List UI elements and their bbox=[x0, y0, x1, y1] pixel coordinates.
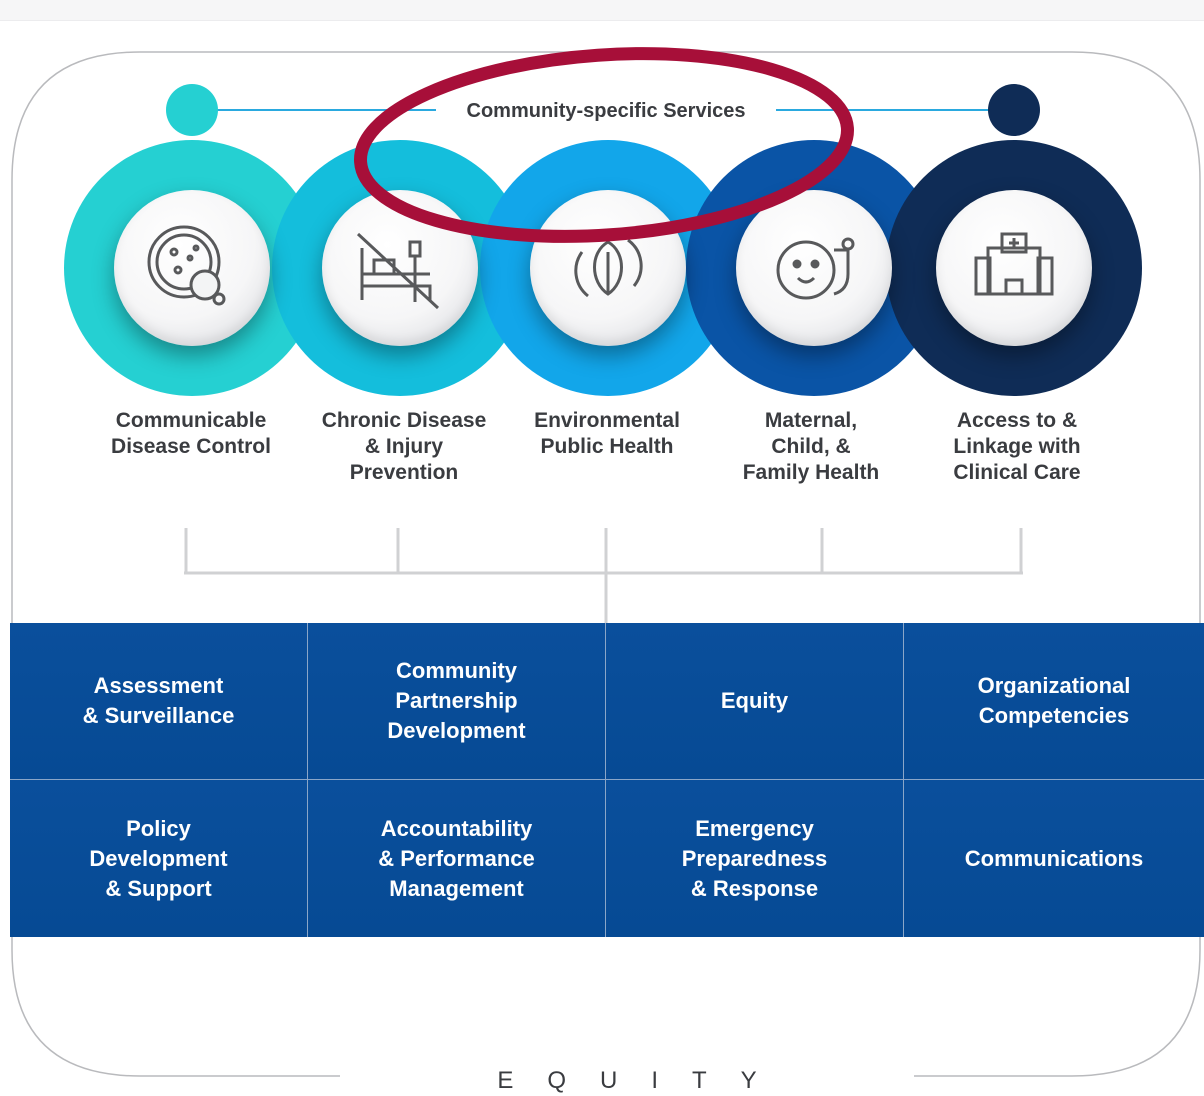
equity-frame-label: EQUITY bbox=[340, 1066, 914, 1096]
header-dot-left bbox=[166, 84, 218, 136]
foundational-cell: Accountability & Performance Management bbox=[308, 780, 606, 937]
foundational-cell: Community Partnership Development bbox=[308, 623, 606, 780]
foundational-cell: Organizational Competencies bbox=[904, 623, 1204, 780]
foundational-cell: Equity bbox=[606, 623, 904, 780]
no-hospital-bed-icon bbox=[322, 190, 478, 346]
petri-dish-icon bbox=[114, 190, 270, 346]
header-dot-right bbox=[988, 84, 1040, 136]
service-label: Environmental Public Health bbox=[534, 409, 680, 458]
foundational-cell: Assessment & Surveillance bbox=[10, 623, 308, 780]
service-label: Chronic Disease & Injury Prevention bbox=[321, 409, 487, 484]
foundational-cell: Emergency Preparedness & Response bbox=[606, 780, 904, 937]
connector-lines bbox=[184, 528, 1023, 623]
hospital-building-icon bbox=[936, 190, 1092, 346]
foundational-cell: Policy Development & Support bbox=[10, 780, 308, 937]
service-label: Maternal, Child, & Family Health bbox=[742, 409, 880, 484]
service-label: Access to & Linkage with Clinical Care bbox=[953, 409, 1081, 484]
foundational-grid: Assessment & Surveillance Community Part… bbox=[10, 623, 1204, 937]
baby-stethoscope-icon bbox=[736, 190, 892, 346]
header-title: Community-specific Services bbox=[436, 96, 776, 126]
foundational-cell: Communications bbox=[904, 780, 1204, 937]
top-bar bbox=[0, 0, 1204, 21]
leaf-cycle-icon bbox=[530, 190, 686, 346]
service-label: Communicable Disease Control bbox=[111, 409, 271, 458]
